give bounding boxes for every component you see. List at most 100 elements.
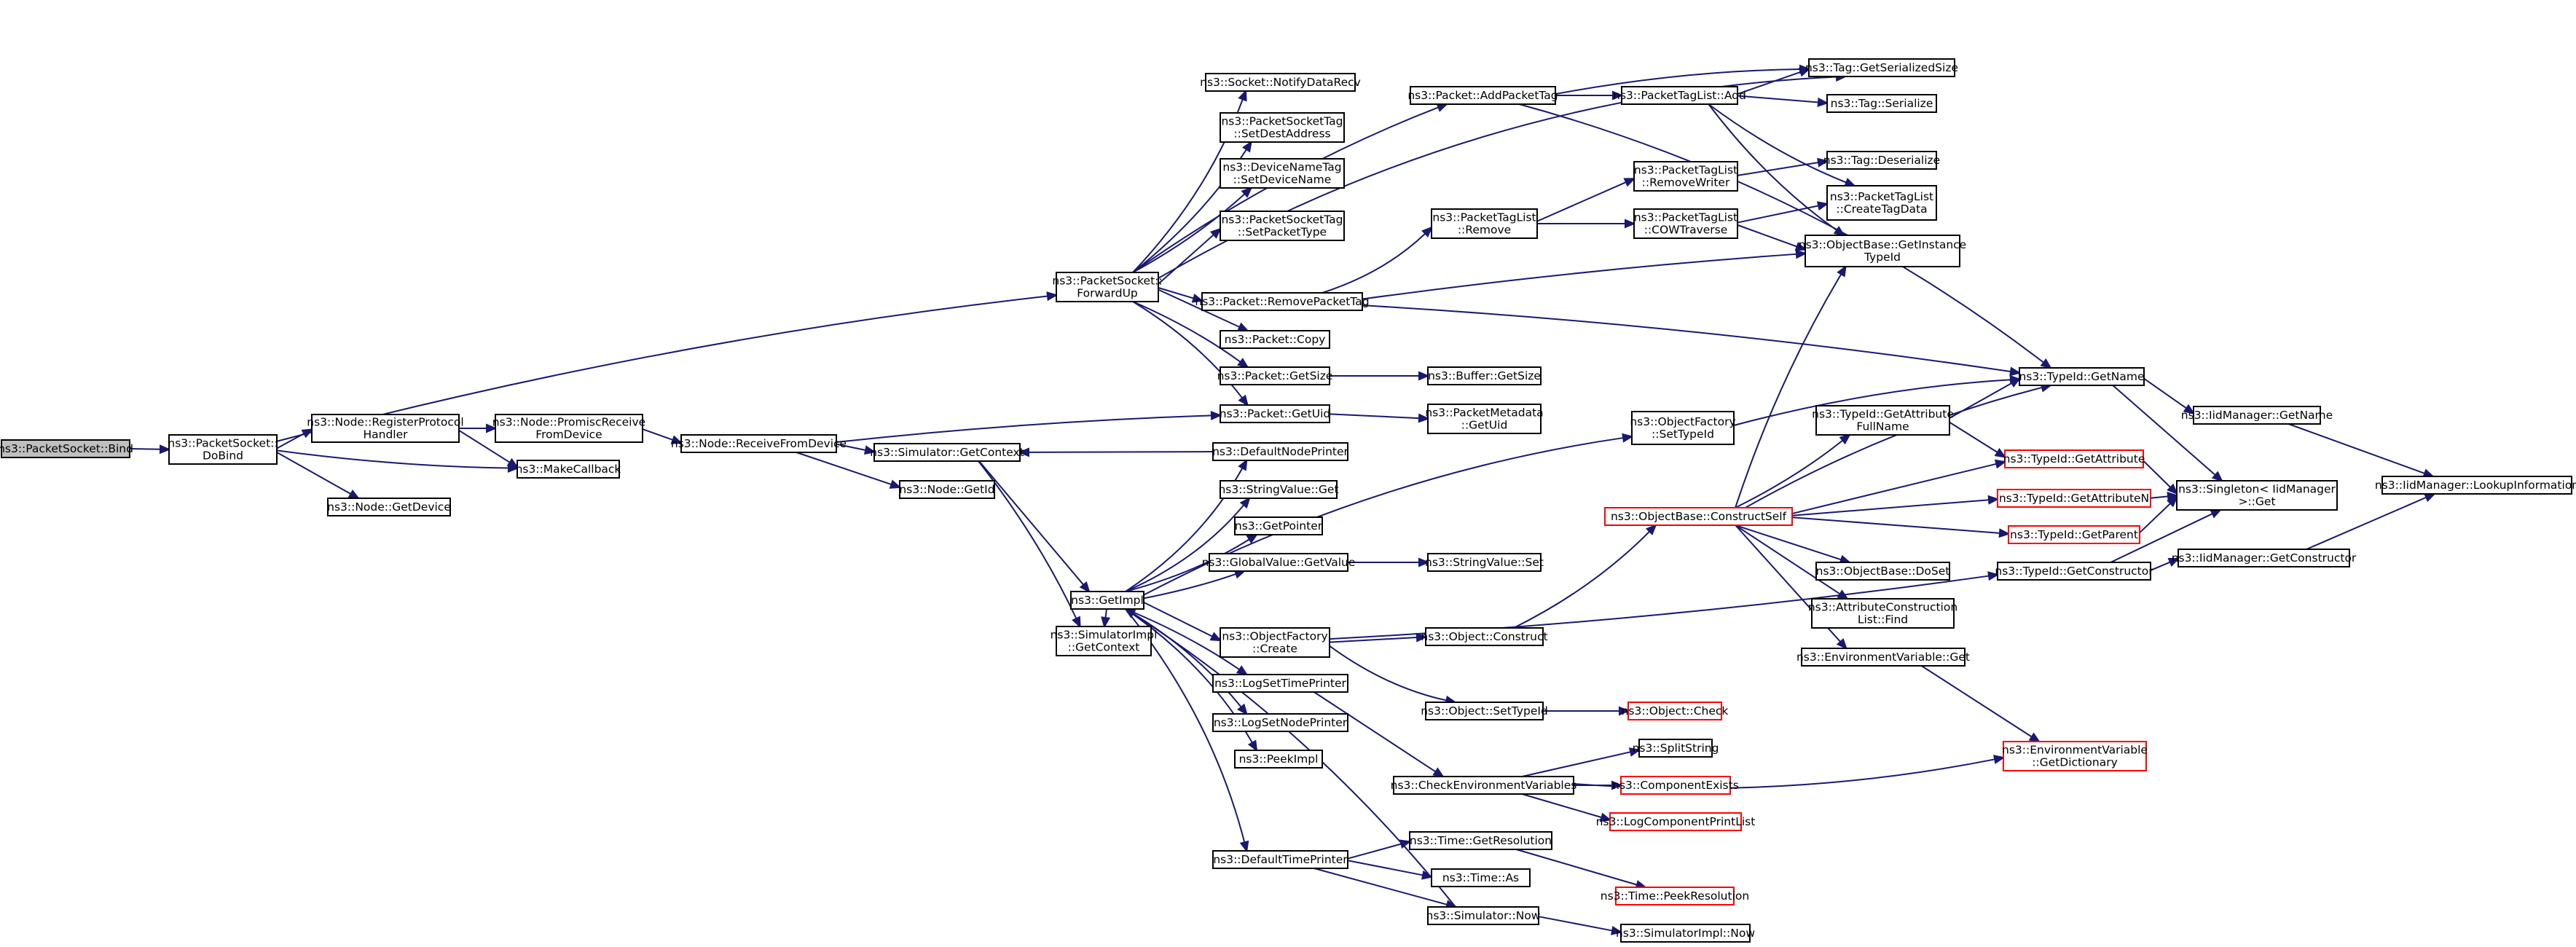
function-node-buffergetsize[interactable]: ns3::Buffer::GetSize: [1427, 366, 1542, 385]
function-node-tagdeserialize[interactable]: ns3::Tag::Deserialize: [1823, 151, 1940, 170]
function-node-typeidgetattr[interactable]: ns3::TypeId::GetAttribute: [2003, 449, 2145, 468]
function-node-singletonget[interactable]: ns3::Singleton< IidManager>::Get: [2176, 480, 2338, 511]
function-node-ptlcow[interactable]: ns3::PacketTagList::COWTraverse: [1633, 208, 1738, 239]
edge-line: [1518, 103, 2044, 364]
call-edge-regproto-to-promisc: [458, 423, 498, 433]
function-node-typeidgetattrn[interactable]: ns3::TypeId::GetAttributeN: [1997, 489, 2151, 508]
function-node-getcontext[interactable]: ns3::Simulator::GetContext: [870, 443, 1024, 462]
node-label: ns3::ObjectBase::GetInstance: [1799, 238, 1966, 251]
call-edge-typeidgetparent-to-singletonget: [2139, 495, 2178, 534]
function-node-objfactorycreate[interactable]: ns3::ObjectFactory::Create: [1220, 627, 1330, 658]
function-node-objsettypeid[interactable]: ns3::Object::SetTypeId: [1421, 702, 1548, 720]
function-node-defaulttimeprinter[interactable]: ns3::DefaultTimePrinter: [1212, 850, 1348, 869]
function-node-setdestaddr[interactable]: ns3::PacketSocketTag::SetDestAddress: [1220, 112, 1345, 143]
function-node-iidgetname[interactable]: ns3::IidManager::GetName: [2181, 406, 2333, 425]
function-node-pmgetuid[interactable]: ns3::PacketMetadata::GetUid: [1425, 404, 1544, 434]
arrowhead: [1833, 226, 1846, 237]
function-node-setpackettype[interactable]: ns3::PacketSocketTag::SetPacketType: [1220, 211, 1345, 241]
function-node-addpackettag[interactable]: ns3::Packet::AddPacketTag: [1407, 86, 1558, 105]
function-node-getimpl[interactable]: ns3::GetImpl: [1070, 591, 1144, 610]
function-node-objectcheck[interactable]: ns3::Object::Check: [1622, 702, 1729, 720]
node-box: [311, 414, 460, 443]
edge-line: [1737, 71, 1801, 95]
arrowhead: [2167, 483, 2178, 495]
function-node-iidlookupinfo[interactable]: ns3::IidManager::LookupInformation: [2375, 476, 2576, 495]
function-node-typeidgetname[interactable]: ns3::TypeId::GetName: [2019, 367, 2145, 386]
call-edge-addpackettag-to-typeidgetname: [1518, 103, 2052, 369]
function-node-dobind[interactable]: ns3::PacketSocket::DoBind: [168, 434, 278, 465]
node-label: ns3::SplitString: [1633, 742, 1719, 755]
function-node-getid[interactable]: ns3::Node::GetId: [899, 480, 995, 499]
node-label: ns3::TypeId::GetName: [2019, 370, 2144, 383]
function-node-makecallback[interactable]: ns3::MakeCallback: [516, 460, 621, 479]
function-node-iidgetconstructor[interactable]: ns3::IidManager::GetConstructor: [2172, 549, 2357, 567]
function-node-envvarget[interactable]: ns3::EnvironmentVariable::Get: [1796, 648, 1970, 667]
function-node-logsetnodeprinter[interactable]: ns3::LogSetNodePrinter: [1212, 713, 1348, 732]
call-edge-getimpl-to-objfactorycreate: [1143, 602, 1222, 642]
node-label: ns3::MakeCallback: [516, 463, 621, 476]
function-node-stringvalueget[interactable]: ns3::StringValue::Get: [1218, 480, 1339, 499]
arrowhead: [1844, 178, 1856, 187]
function-node-globalvaluegetvalue[interactable]: ns3::GlobalValue::GetValue: [1202, 553, 1356, 572]
function-node-constructself[interactable]: ns3::ObjectBase::ConstructSelf: [1604, 507, 1793, 526]
function-node-typeidgetparent[interactable]: ns3::TypeId::GetParent: [2008, 525, 2140, 544]
function-node-ptladd[interactable]: ns3::PacketTagList::Add: [1613, 86, 1746, 105]
function-node-objectbasedoset[interactable]: ns3::ObjectBase::DoSet: [1815, 562, 1950, 581]
function-node-typeidgetconstructor[interactable]: ns3::TypeId::GetConstructor: [1995, 562, 2153, 581]
call-edge-forwardup-to-packetgetuid: [1132, 301, 1249, 407]
function-node-timegetres[interactable]: ns3::Time::GetResolution: [1409, 831, 1552, 850]
function-node-logcompprintlist[interactable]: ns3::LogComponentPrintList: [1596, 812, 1756, 831]
function-node-getdevice[interactable]: ns3::Node::GetDevice: [327, 498, 451, 516]
function-node-packetgetuid[interactable]: ns3::Packet::GetUid: [1220, 404, 1330, 423]
function-node-packetcopy[interactable]: ns3::Packet::Copy: [1220, 330, 1330, 349]
function-node-simimplnow[interactable]: ns3::SimulatorImpl::Now: [1616, 924, 1755, 943]
function-node-getpointer[interactable]: ns3::GetPointer: [1234, 516, 1323, 535]
call-edge-constructself-to-getinstancetypeid: [1735, 264, 1847, 508]
function-node-bind[interactable]: ns3::PacketSocket::Bind: [0, 439, 133, 458]
function-node-splitstring[interactable]: ns3::SplitString: [1633, 739, 1719, 758]
function-node-tagserialize[interactable]: ns3::Tag::Serialize: [1826, 94, 1937, 113]
function-node-simimplctx[interactable]: ns3::SimulatorImpl::GetContext: [1051, 626, 1158, 656]
edge-line: [276, 449, 509, 469]
node-box: [1393, 776, 1574, 795]
function-node-timeas[interactable]: ns3::Time::As: [1431, 868, 1531, 887]
function-node-ptlremove[interactable]: ns3::PacketTagList::Remove: [1431, 208, 1538, 239]
node-label: ns3::GetImpl: [1071, 594, 1144, 607]
call-edge-typeidgetattrn-to-singletonget: [2150, 492, 2179, 501]
function-node-simnow[interactable]: ns3::Simulator::Now: [1426, 906, 1541, 925]
function-node-stringvalueset[interactable]: ns3::StringValue::Set: [1425, 553, 1544, 572]
function-node-checkenvvars[interactable]: ns3::CheckEnvironmentVariables: [1391, 776, 1577, 795]
function-node-peekimpl[interactable]: ns3::PeekImpl: [1234, 750, 1323, 769]
function-node-logsettimeprinter[interactable]: ns3::LogSetTimePrinter: [1212, 674, 1348, 693]
function-node-objfactorysettypeid[interactable]: ns3::ObjectFactory::SetTypeId: [1630, 411, 1736, 445]
node-label: ns3::Packet::RemovePacketTag: [1195, 295, 1369, 308]
arrowhead: [1101, 616, 1111, 629]
function-node-removepackettag[interactable]: ns3::Packet::RemovePacketTag: [1195, 292, 1370, 311]
function-node-notifydatarecv[interactable]: ns3::Socket::NotifyDataRecv: [1200, 73, 1361, 92]
function-node-forwardup[interactable]: ns3::PacketSocket::ForwardUp: [1052, 272, 1163, 302]
function-node-componentexists[interactable]: ns3::ComponentExists: [1612, 776, 1739, 795]
node-box: [1425, 627, 1544, 646]
function-node-setdevicename[interactable]: ns3::DeviceNameTag::SetDeviceName: [1220, 158, 1345, 189]
arrowhead: [1628, 747, 1641, 757]
node-box: [1631, 411, 1735, 445]
function-node-packetgetsize[interactable]: ns3::Packet::GetSize: [1217, 366, 1333, 385]
function-node-timepeekres[interactable]: ns3::Time::PeekResolution: [1601, 887, 1749, 905]
function-node-envvargetdict[interactable]: ns3::EnvironmentVariable::GetDictionary: [2002, 741, 2148, 771]
function-node-createtagdata[interactable]: ns3::PacketTagList::CreateTagData: [1826, 185, 1937, 221]
function-node-ptlremovewriter[interactable]: ns3::PacketTagList::RemoveWriter: [1633, 161, 1738, 192]
function-node-taggetsersize[interactable]: ns3::Tag::GetSerializedSize: [1805, 58, 1958, 77]
arrowhead: [1415, 632, 1428, 643]
node-label: ns3::PacketTagList: [1634, 164, 1737, 177]
function-node-recvfrom[interactable]: ns3::Node::ReceiveFromDevice: [671, 434, 847, 453]
function-node-defaultnodeprinter[interactable]: ns3::DefaultNodePrinter: [1212, 442, 1349, 461]
function-node-objectconstruct[interactable]: ns3::Object::Construct: [1421, 627, 1548, 646]
call-edge-getcontext-to-getimpl: [978, 460, 1091, 593]
call-edge-getimpl-to-simimplctx: [1101, 608, 1111, 629]
node-label: ns3::Tag::Serialize: [1831, 97, 1933, 110]
